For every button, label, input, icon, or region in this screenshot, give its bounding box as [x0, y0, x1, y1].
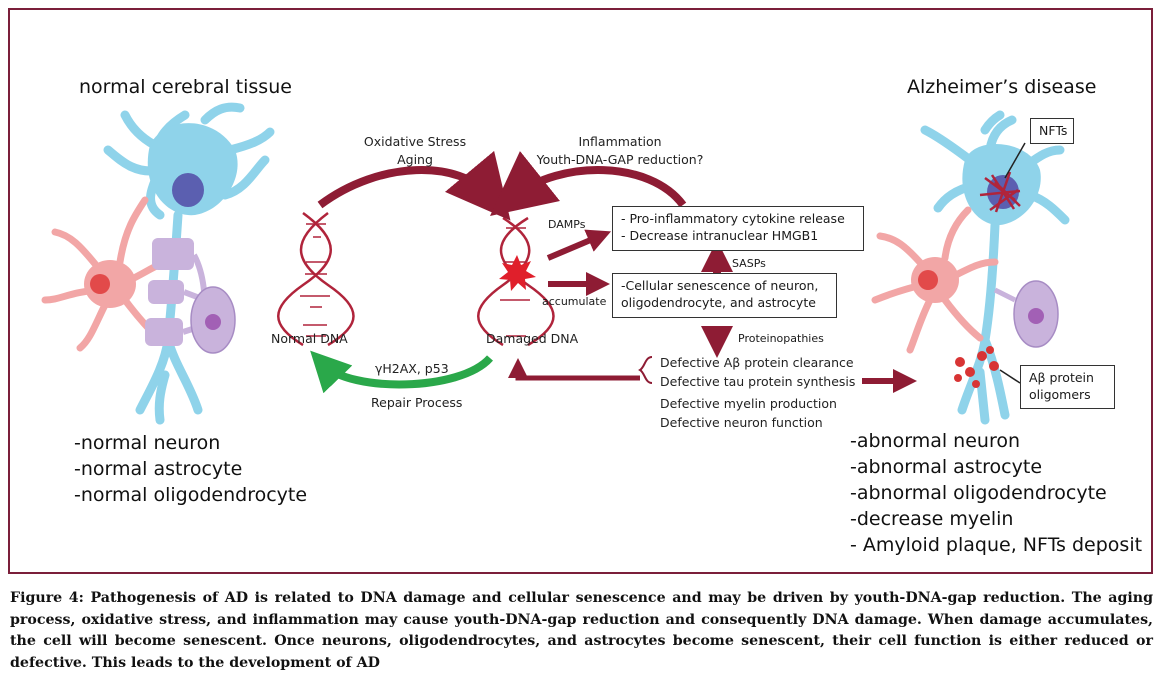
abeta-line-1: Aβ protein [1029, 370, 1094, 385]
damaged-dna-helix [477, 216, 555, 347]
list-item: -normal astrocyte [74, 458, 243, 480]
cause-youth-dna-gap: Youth-DNA-GAP reduction? [536, 152, 704, 167]
figure-caption: Figure 4: Pathogenesis of AD is related … [10, 590, 1153, 671]
pointer-abeta [999, 369, 1021, 384]
defect-tau-synthesis: Defective tau protein synthesis [660, 374, 856, 389]
defect-myelin-production: Defective myelin production [660, 396, 837, 411]
normal-dna-label: Normal DNA [271, 331, 348, 346]
list-item: -abnormal oligodendrocyte [850, 482, 1107, 504]
nfts-label: NFTs [1039, 123, 1068, 138]
normal-features-list: -normal neuron -normal astrocyte -normal… [74, 430, 307, 508]
arrow-defects-feedback [508, 358, 640, 381]
damps-label: DAMPs [548, 218, 586, 231]
pointer-nfts [1004, 142, 1026, 179]
normal-astrocyte [41, 196, 179, 352]
sasps-label: SASPs [732, 257, 766, 270]
damaged-dna-label: Damaged DNA [486, 331, 579, 346]
alzheimers-features-list: -abnormal neuron -abnormal astrocyte -ab… [850, 428, 1142, 558]
list-item: -abnormal astrocyte [850, 456, 1043, 478]
amyloid-plaques [954, 346, 999, 388]
damage-burst-icon [499, 255, 536, 291]
inflammatory-line-2: - Decrease intranuclear HMGB1 [621, 228, 819, 243]
cause-oxidative-stress: Oxidative Stress [363, 134, 467, 149]
arrow-inflammation [489, 151, 687, 216]
list-item: -decrease myelin [850, 508, 1014, 530]
senescence-line-1: -Cellular senescence of neuron, [621, 278, 819, 293]
abnormal-neuron [920, 110, 1070, 425]
pathogenesis-diagram [41, 102, 1070, 425]
senescence-line-2: oligodendrocyte, and astrocyte [621, 295, 816, 310]
list-item: - Amyloid plaque, NFTs deposit [850, 534, 1143, 556]
cause-aging: Aging [397, 152, 433, 167]
abeta-box: Aβ protein oligomers [1020, 365, 1115, 409]
inflammatory-line-1: - Pro-inflammatory cytokine release [621, 211, 845, 226]
abnormal-oligodendrocyte [993, 280, 1059, 348]
list-item: -normal neuron [74, 432, 221, 454]
accumulate-label: accumulate [542, 295, 607, 308]
right-header: Alzheimer’s disease [907, 76, 1097, 98]
cause-inflammation: Inflammation [578, 134, 662, 149]
arrow-damps [546, 229, 612, 261]
inflammatory-box: - Pro-inflammatory cytokine release - De… [612, 206, 864, 251]
defect-neuron-function: Defective neuron function [660, 415, 823, 430]
arrow-repair [310, 350, 493, 394]
nfts-box: NFTs [1030, 118, 1074, 144]
figure-frame [8, 8, 1153, 574]
abnormal-astrocyte [871, 206, 999, 354]
list-item: -normal oligodendrocyte [74, 484, 308, 506]
normal-dna-helix [277, 211, 355, 347]
defects-bracket [638, 356, 653, 384]
defect-abeta-clearance: Defective Aβ protein clearance [660, 355, 854, 370]
list-item: -abnormal neuron [850, 430, 1021, 452]
normal-oligodendrocyte [145, 238, 236, 354]
repair-markers: γH2AX, p53 [375, 361, 449, 376]
arrow-oxidative-aging [317, 150, 511, 221]
repair-process-label: Repair Process [371, 395, 463, 410]
abeta-line-2: oligomers [1029, 387, 1091, 402]
proteinopathies-label: Proteinopathies [738, 332, 824, 345]
left-header: normal cerebral tissue [79, 76, 292, 98]
senescence-box: -Cellular senescence of neuron, oligoden… [612, 273, 837, 318]
